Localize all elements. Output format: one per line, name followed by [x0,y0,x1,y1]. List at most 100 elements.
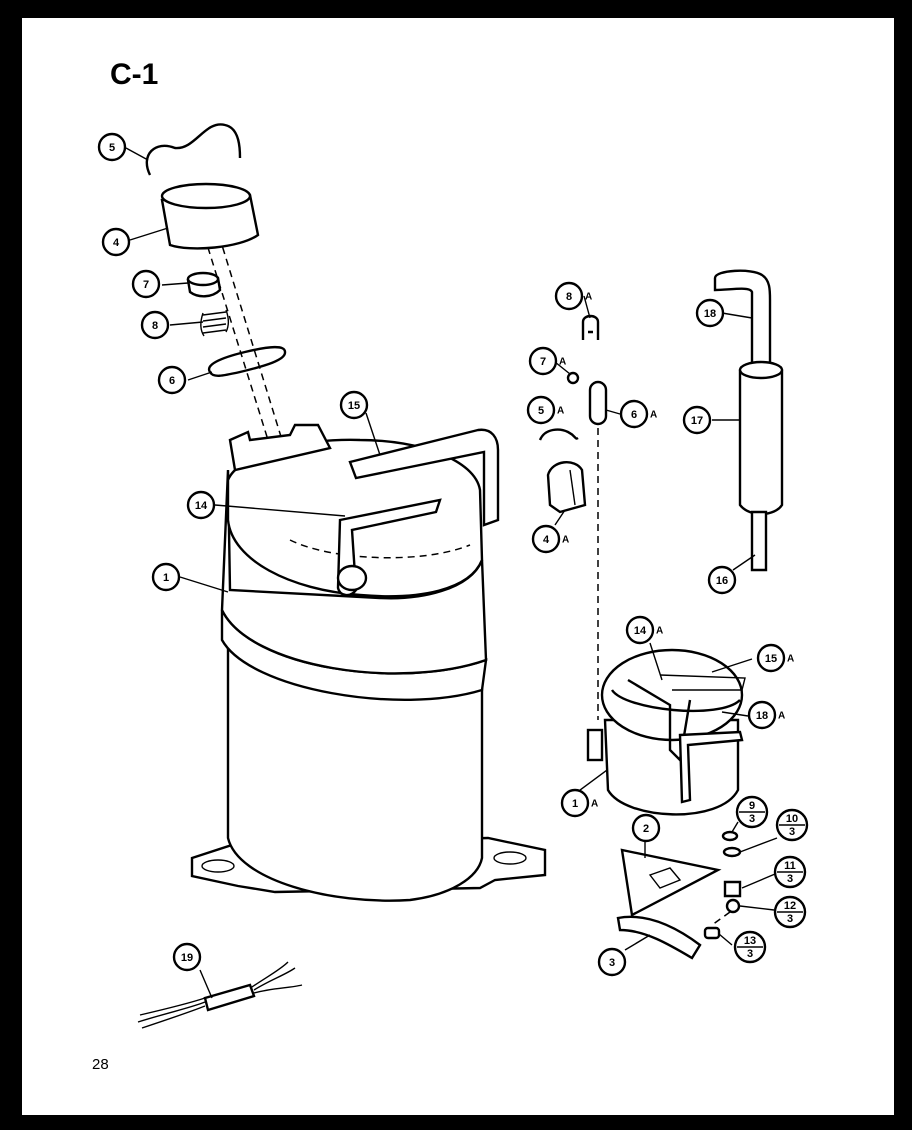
callout-18: 18 [695,298,725,328]
callout-number: 6 [169,375,175,387]
fraction-top: 10 [786,813,798,825]
callout-2: 2 [631,813,661,843]
leader-lines [125,147,778,999]
callout-circle [631,813,661,843]
fraction-top: 13 [744,935,756,947]
callout-number: 5 [538,405,544,417]
callout-circle [526,395,556,425]
callout-number: 3 [609,957,615,969]
callout-number: 2 [643,823,649,835]
callout-circle [747,700,777,730]
callout-16: 16 [707,565,737,595]
callout-circle [172,942,202,972]
fraction-callout-11: 113 [773,855,807,889]
callout-circle [597,947,627,977]
plug-part-7a [566,371,580,385]
callout-circle [131,269,161,299]
callout-circle [560,788,590,818]
callout-circle [101,227,131,257]
callout-circle [531,524,561,554]
base-bracket-part-2 [620,848,722,917]
hardware-parts-9-13 [703,830,742,940]
callout-suffix: A [778,711,785,722]
callout-17: 17 [682,405,712,435]
callout-suffix: A [559,357,566,368]
callout-1: 1 [151,562,181,592]
callout-6: 6 [157,365,187,395]
spring-part-8 [200,309,229,337]
fraction-bottom: 3 [787,873,793,885]
compressor-body-part-1 [190,423,547,902]
callout-number: 19 [181,952,193,964]
callout-circle [186,490,216,520]
callout-circle [151,562,181,592]
fraction-callout-10: 103 [775,808,809,842]
callout-number: 18 [756,710,768,722]
callout-circle [625,615,655,645]
callout-circle [682,405,712,435]
callout-7: 7 [131,269,161,299]
callout-number: 8 [152,320,158,332]
callout-suffix: A [591,799,598,810]
callout-14a: 14 A [625,615,663,645]
fraction-top: 9 [749,800,755,812]
callout-suffix: A [650,410,657,421]
callout-number: 7 [540,356,546,368]
clip-part-5 [145,123,242,176]
cover-part-4a [546,461,587,514]
fraction-top: 12 [784,900,796,912]
assembly-axis-left-2 [204,189,283,441]
callout-number: 16 [716,575,728,587]
callout-5: 5 [97,132,127,162]
compressor-part-1a [586,648,746,816]
callout-number: 7 [143,279,149,291]
callout-suffix: A [562,535,569,546]
assembly-axis-left [189,189,269,441]
callout-circle [157,365,187,395]
callout-circle [554,281,584,311]
cover-part-4 [160,182,260,250]
callout-circle [97,132,127,162]
fraction-top: 11 [784,860,796,872]
callout-number: 8 [566,291,572,303]
callout-19: 19 [172,942,202,972]
fraction-callout-9: 93 [735,795,769,829]
callout-circle [707,565,737,595]
clip-part-8a [581,314,600,340]
callout-number: 15 [765,653,777,665]
fraction-bottom: 3 [747,948,753,960]
strap-part-3 [616,915,702,960]
fraction-bottom: 3 [789,826,795,838]
callout-3: 3 [597,947,627,977]
callout-circle [140,310,170,340]
callout-number: 4 [113,237,120,249]
callout-number: 5 [109,142,115,154]
fraction-bottom: 3 [787,913,793,925]
fraction-bottom: 3 [749,813,755,825]
wire-harness-part-19 [137,961,303,1029]
gasket-part-6a [588,380,608,426]
callout-4: 4 [101,227,131,257]
callout-number: 18 [704,308,716,320]
callout-number: 1 [163,572,169,584]
callout-suffix: A [656,626,663,637]
callout-8: 8 [140,310,170,340]
fraction-callout-13: 133 [733,930,767,964]
callout-number: 1 [572,798,578,810]
callout-circle [528,346,558,376]
callout-15: 15 [339,390,369,420]
gasket-part-6 [207,345,287,377]
clip-part-5a [538,428,579,441]
callout-suffix: A [585,292,592,303]
callout-number: 14 [634,625,647,637]
callout-number: 15 [348,400,360,412]
